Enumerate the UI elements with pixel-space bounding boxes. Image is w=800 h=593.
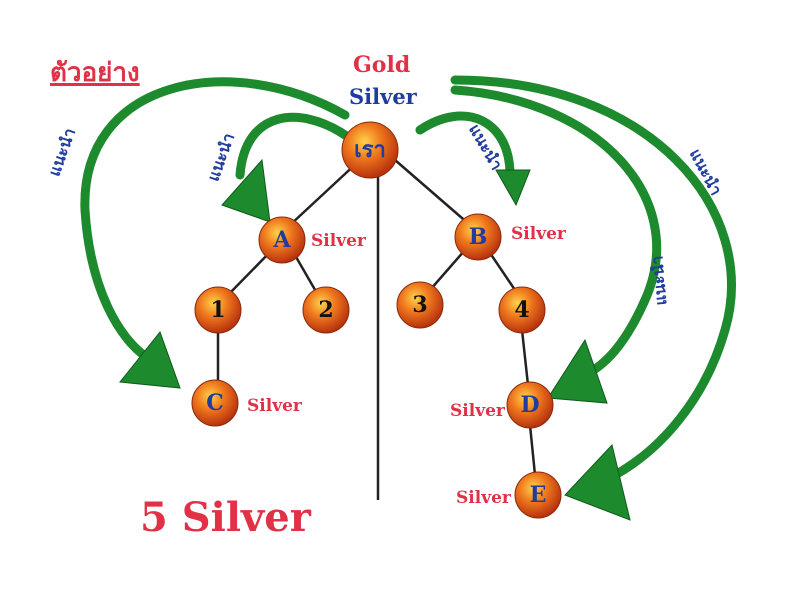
node-e-label: E <box>529 482 547 508</box>
node-e <box>514 471 562 519</box>
node-c <box>191 379 239 427</box>
silver-tag-a: Silver <box>311 231 366 251</box>
node-1-label: 1 <box>210 297 226 323</box>
arrowhead-c <box>119 330 181 389</box>
node-root <box>341 121 399 179</box>
node-b-label: B <box>468 224 488 250</box>
connector-b-4 <box>486 249 517 291</box>
arrowhead-a <box>221 158 271 223</box>
arrowhead-b <box>495 169 531 207</box>
node-a <box>258 216 306 264</box>
node-4-label: 4 <box>514 297 530 323</box>
arrow-root-to-d <box>450 85 661 380</box>
node-4 <box>498 286 546 334</box>
connector-root-b <box>394 159 471 226</box>
refer-label-right-middle: แนะนำ <box>647 254 671 307</box>
node-2-label: 2 <box>318 297 334 323</box>
node-d <box>506 381 554 429</box>
connector-b-3 <box>429 249 466 291</box>
top-gold-label: Gold <box>353 52 411 78</box>
node-1 <box>194 286 242 334</box>
connector-root-a <box>289 159 361 226</box>
tree-connectors <box>216 159 537 500</box>
silver-tag-c: Silver <box>247 396 302 416</box>
arrowhead-d <box>547 338 608 404</box>
example-title: ตัวอย่าง <box>50 58 140 88</box>
top-silver-label: Silver <box>349 84 417 109</box>
node-root-label: เรา <box>354 137 386 163</box>
referral-arrows <box>80 75 736 480</box>
node-d-label: D <box>520 392 540 418</box>
arrow-root-to-c <box>80 77 350 363</box>
arrow-root-to-e <box>450 75 736 480</box>
connector-a-1 <box>227 249 273 296</box>
node-c-label: C <box>206 390 224 416</box>
node-a-label: A <box>273 227 291 253</box>
arrow-root-to-b <box>415 111 515 180</box>
silver-tag-b: Silver <box>511 224 566 244</box>
connector-4-d <box>520 329 530 386</box>
silver-tag-e: Silver <box>456 488 511 508</box>
silver-tag-d: Silver <box>450 401 505 421</box>
arrow-root-to-a <box>235 112 350 180</box>
tree-nodes <box>191 121 562 519</box>
node-2 <box>302 286 350 334</box>
connector-d-e <box>528 424 537 476</box>
arrowheads <box>119 158 631 521</box>
arrowhead-e <box>564 443 631 521</box>
node-3 <box>396 281 444 329</box>
node-3-label: 3 <box>412 292 428 318</box>
total-silver-label: 5 Silver <box>140 494 311 541</box>
node-b <box>454 213 502 261</box>
